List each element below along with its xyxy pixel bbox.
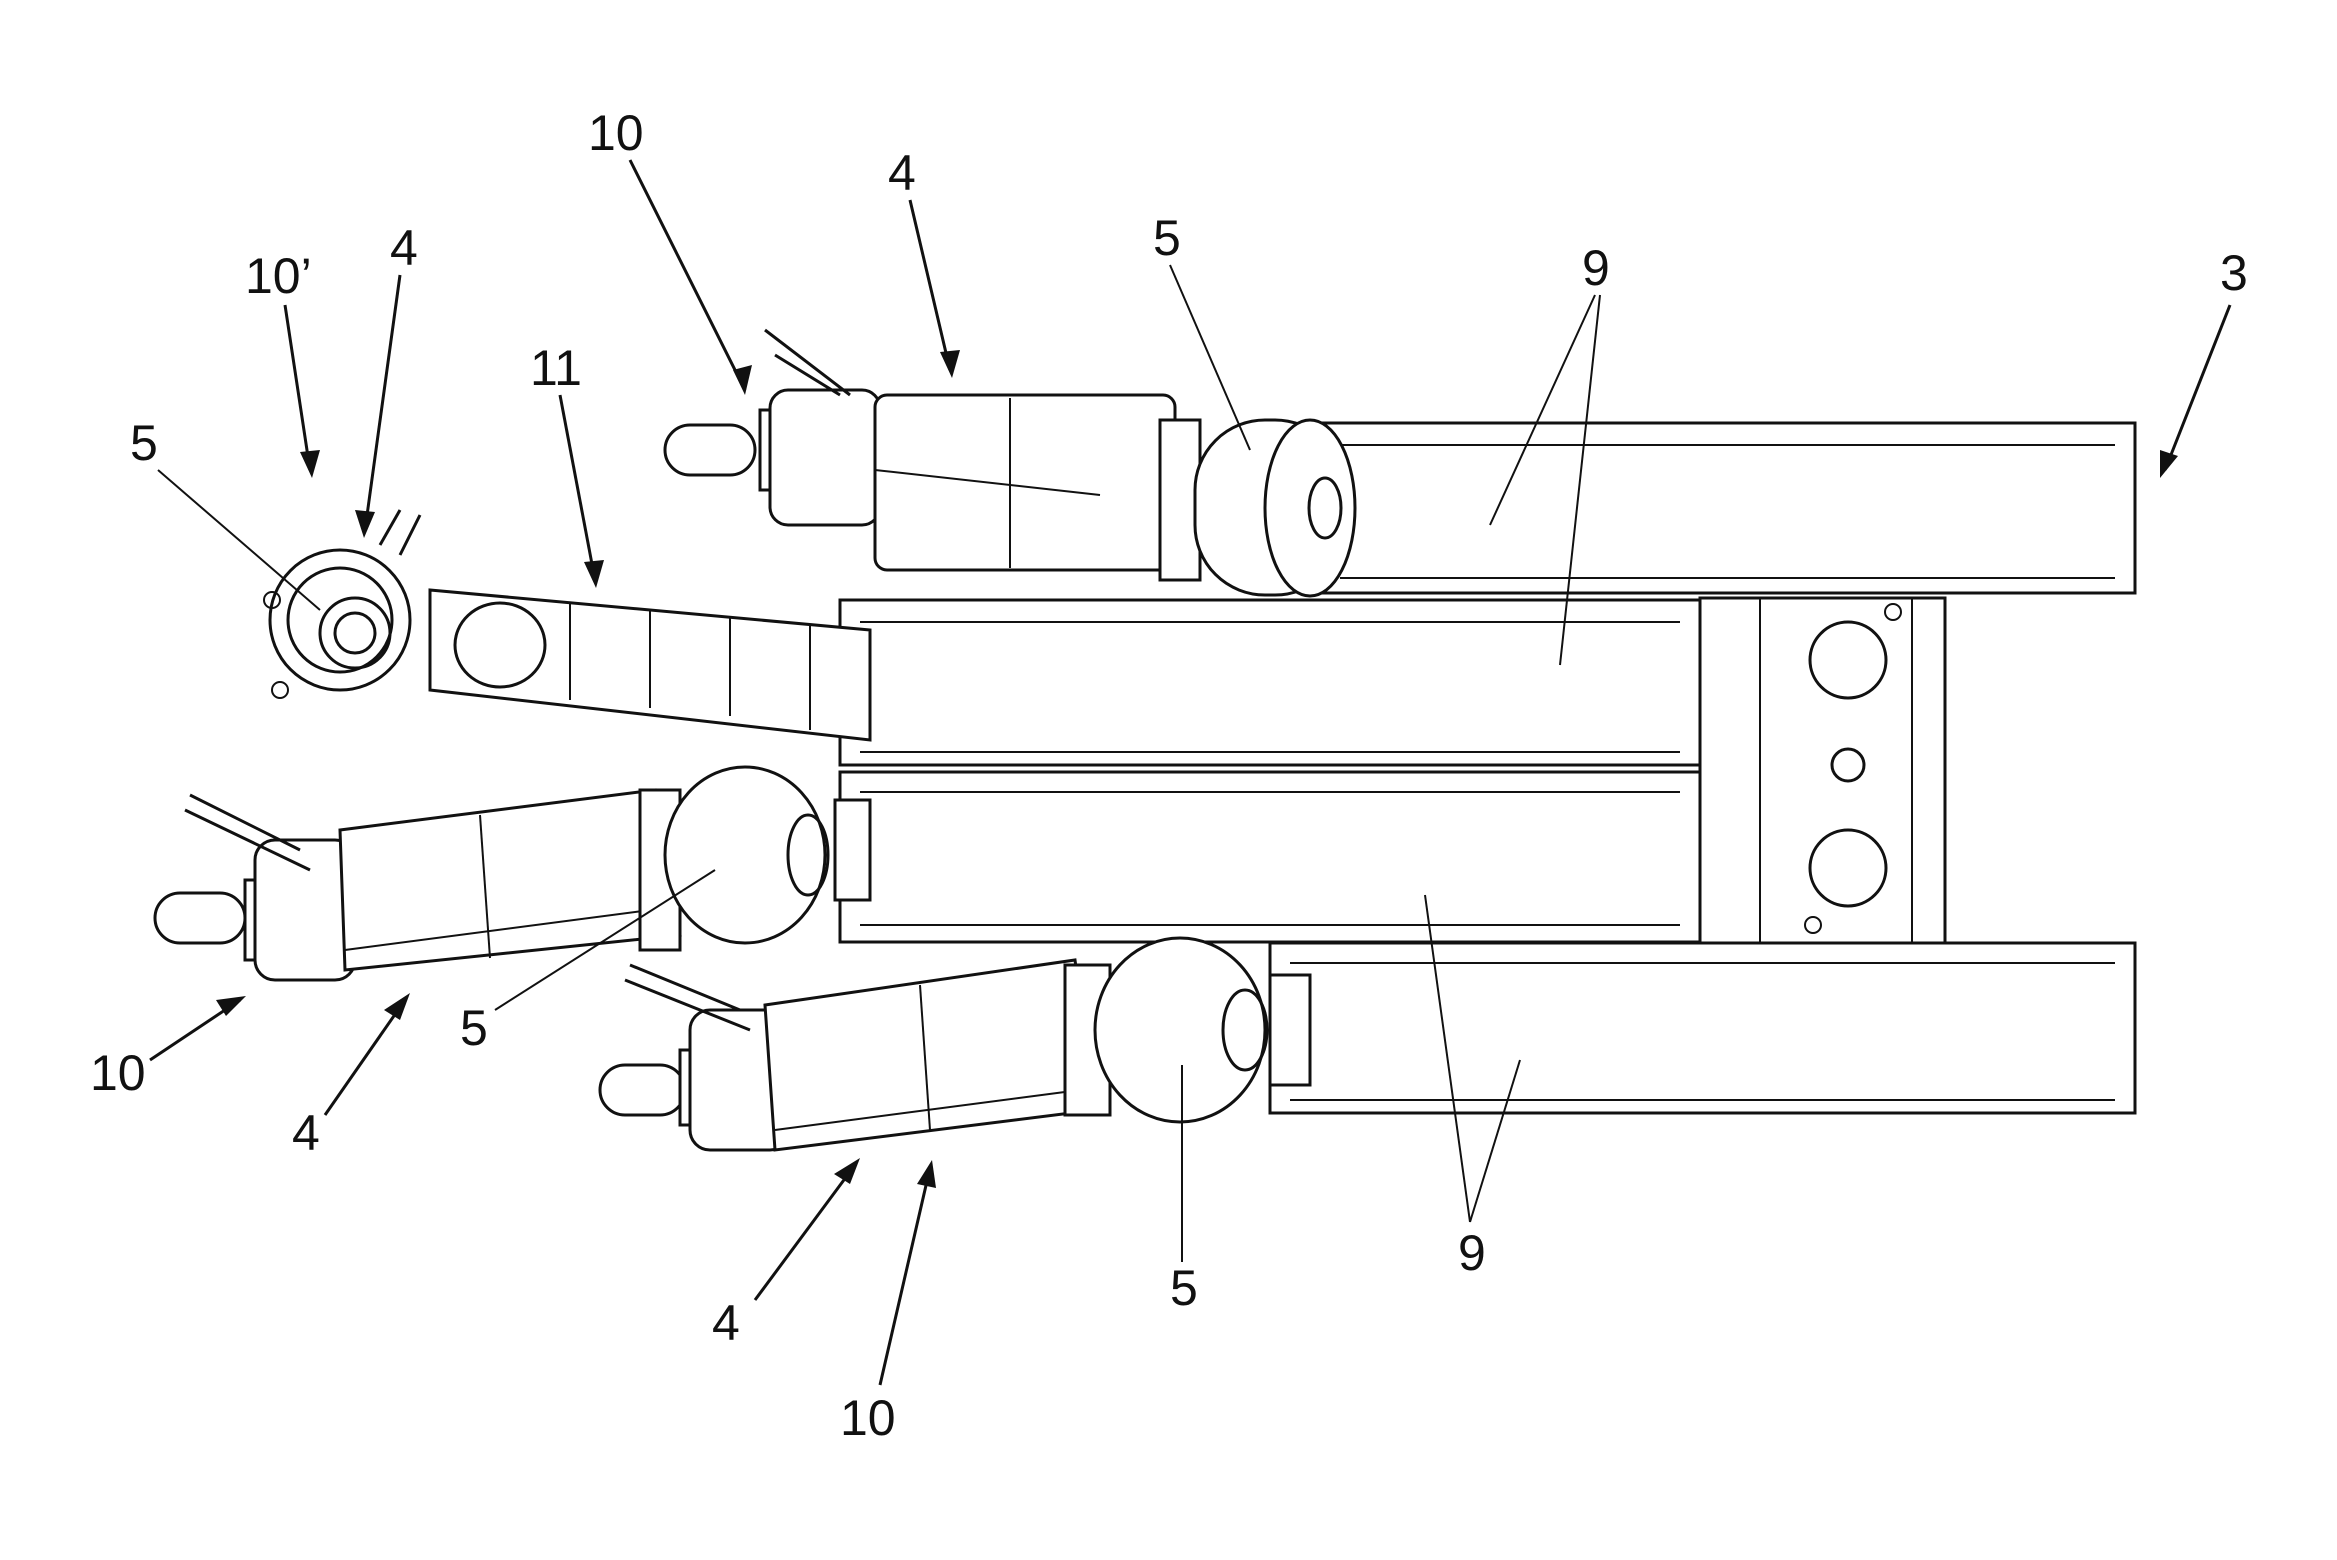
drive-unit-bottom — [600, 938, 1310, 1150]
label-4-left: 4 — [390, 220, 418, 276]
label-10-prime: 10’ — [245, 248, 312, 304]
drive-unit-middle — [155, 767, 870, 980]
label-10-top: 10 — [588, 105, 644, 161]
label-5-left: 5 — [130, 415, 158, 471]
label-9-top: 9 — [1582, 240, 1610, 296]
label-5-bottom: 5 — [1170, 1260, 1198, 1316]
label-10-midleft: 10 — [90, 1045, 146, 1101]
label-9-bottom: 9 — [1458, 1225, 1486, 1281]
drive-unit-top — [665, 330, 1355, 596]
label-3: 3 — [2220, 245, 2248, 301]
label-5-mid: 5 — [460, 1000, 488, 1056]
label-11: 11 — [530, 340, 582, 396]
label-4-bottom: 4 — [712, 1295, 740, 1351]
label-5-top: 5 — [1153, 210, 1181, 266]
label-4-midleft: 4 — [292, 1105, 320, 1161]
label-4-top: 4 — [888, 145, 916, 201]
drive-unit-left — [264, 510, 870, 740]
label-10-bottom: 10 — [840, 1390, 896, 1446]
